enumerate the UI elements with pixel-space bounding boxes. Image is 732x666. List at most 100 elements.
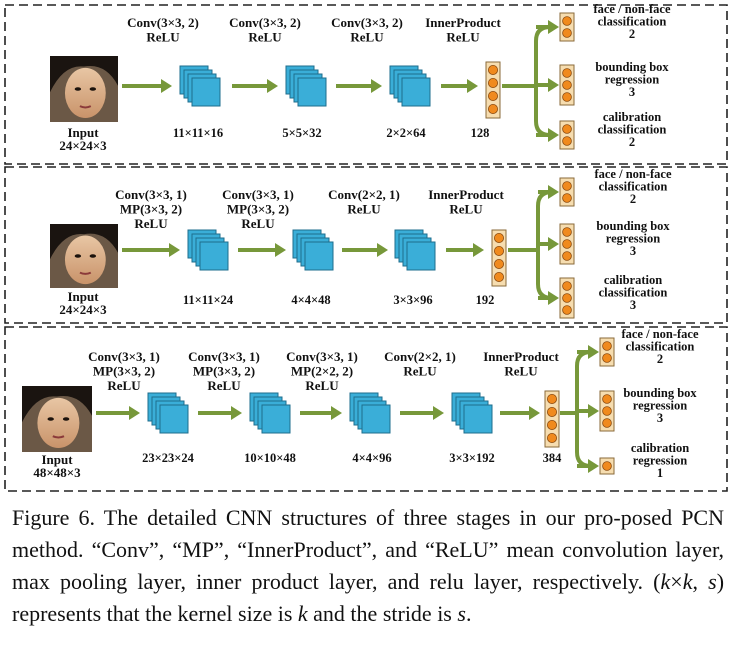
input-size: 48×48×3 xyxy=(33,465,81,480)
output-label: 3 xyxy=(630,298,636,312)
layer-output-dim: 2×2×64 xyxy=(386,126,426,140)
output-neuron xyxy=(602,341,612,351)
output-neuron xyxy=(562,16,572,26)
output-neuron-icon xyxy=(559,177,575,207)
flow-arrowhead xyxy=(548,185,559,199)
output-label: face / non-face xyxy=(621,327,699,341)
output-neuron xyxy=(602,394,612,404)
feature-map-slice xyxy=(401,77,431,107)
face-hair xyxy=(50,56,118,93)
layer-label: Conv(3×3, 2) xyxy=(127,15,199,30)
face-eye xyxy=(74,254,82,258)
layer-output-dim: 128 xyxy=(471,126,490,140)
output-neuron xyxy=(602,406,612,416)
layer-label: InnerProduct xyxy=(425,15,501,30)
flow-arrowhead xyxy=(548,128,559,142)
fc-neuron xyxy=(487,65,498,76)
stage-frame xyxy=(4,4,728,165)
branch-bracket xyxy=(508,185,559,305)
fc-neuron-column-icon xyxy=(544,390,560,448)
feature-map-slice xyxy=(297,77,327,107)
layer-label: MP(2×2, 2) xyxy=(291,364,353,379)
face-eye xyxy=(74,87,82,91)
output-neuron xyxy=(562,305,572,315)
flow-arrowhead xyxy=(331,406,342,420)
layer-output-dim: 11×11×24 xyxy=(183,293,234,307)
fc-neuron xyxy=(547,393,558,404)
caption-k: k xyxy=(297,601,308,626)
feature-map-stack-icon xyxy=(179,65,221,107)
output-label: classification xyxy=(626,340,695,354)
output-neuron xyxy=(562,239,572,249)
face-eye xyxy=(47,417,54,421)
output-label: bounding box xyxy=(623,386,697,400)
fc-neuron-column-icon xyxy=(491,229,507,287)
layer-label: ReLU xyxy=(241,216,275,231)
fc-neuron xyxy=(547,432,558,443)
layer-label: ReLU xyxy=(207,378,241,393)
fc-neuron xyxy=(547,419,558,430)
flow-arrowhead xyxy=(588,345,599,359)
face-hair xyxy=(22,386,92,423)
output-label: bounding box xyxy=(595,60,669,74)
output-neuron xyxy=(562,68,572,78)
flow-arrowhead xyxy=(548,78,559,92)
caption-comma: , xyxy=(692,569,709,594)
layer-label: MP(3×3, 2) xyxy=(227,202,289,217)
input-size: 24×24×3 xyxy=(59,302,107,317)
output-label: regression xyxy=(605,73,659,87)
feature-map-stack-icon xyxy=(187,229,229,271)
face-eye xyxy=(62,417,70,421)
layer-label: MP(3×3, 2) xyxy=(120,202,182,217)
caption-text: ) represents that the kernel size is xyxy=(12,569,725,626)
output-neuron-icon xyxy=(559,277,575,319)
branch-bracket xyxy=(502,20,559,142)
face-skin xyxy=(37,397,80,449)
output-neuron xyxy=(562,251,572,261)
layer-label: ReLU xyxy=(248,30,282,45)
output-neuron xyxy=(562,92,572,102)
fc-neuron-column-icon xyxy=(485,61,501,119)
output-label: classification xyxy=(599,180,668,194)
feature-map-stack-icon xyxy=(389,65,431,107)
output-label: calibration xyxy=(631,441,689,455)
output-label: 2 xyxy=(629,27,635,41)
face-photo-icon xyxy=(22,386,92,452)
flow-arrowhead xyxy=(529,406,540,420)
layer-output-dim: 4×4×48 xyxy=(291,293,330,307)
feature-map-stack-icon xyxy=(292,229,334,271)
figure-caption: Figure 6. The detailed CNN structures of… xyxy=(12,502,724,630)
layer-output-dim: 384 xyxy=(543,451,563,465)
flow-arrowhead xyxy=(467,79,478,93)
output-neuron xyxy=(562,293,572,303)
caption-times: × xyxy=(670,569,683,594)
feature-map-slice xyxy=(261,404,291,434)
flow-arrowhead xyxy=(588,404,599,418)
feature-map-stack-icon xyxy=(394,229,436,271)
flow-arrowhead xyxy=(433,406,444,420)
layer-label: Conv(2×2, 1) xyxy=(384,349,456,364)
output-neuron xyxy=(602,353,612,363)
fc-column-box xyxy=(544,390,560,448)
caption-text: and the stride is xyxy=(307,601,458,626)
face-hair xyxy=(50,224,118,260)
output-neuron xyxy=(602,461,612,471)
caption-text: Figure 6. The detailed CNN structures of… xyxy=(12,505,724,594)
fc-neuron xyxy=(493,245,504,256)
output-neuron xyxy=(562,80,572,90)
layer-label: Conv(3×3, 1) xyxy=(88,349,160,364)
flow-arrowhead xyxy=(548,20,559,34)
branch-spine xyxy=(534,25,551,137)
layer-label: MP(3×3, 2) xyxy=(193,364,255,379)
feature-map-stack-icon xyxy=(249,392,291,434)
flow-arrowhead xyxy=(473,243,484,257)
input-size: 24×24×3 xyxy=(59,138,107,153)
output-label: 3 xyxy=(629,85,635,99)
layer-label: InnerProduct xyxy=(483,349,559,364)
output-label: 2 xyxy=(629,135,635,149)
output-label: face / non-face xyxy=(594,167,672,181)
